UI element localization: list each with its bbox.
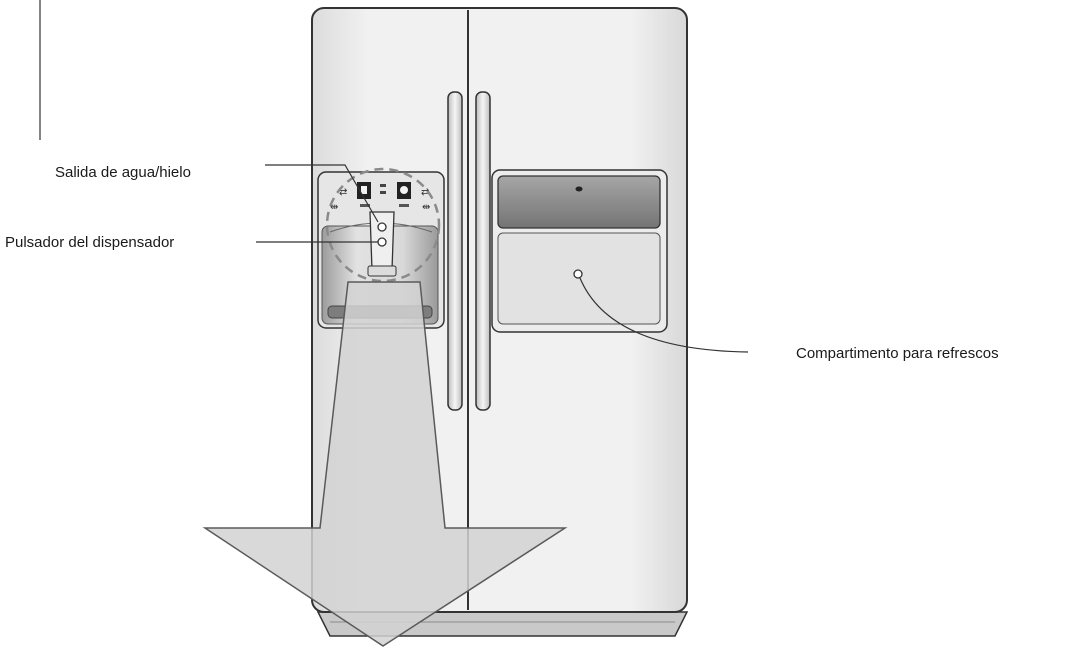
dispenser-button-marker xyxy=(377,237,387,247)
dispenser-highlight-circle xyxy=(325,167,441,283)
water-ice-outlet-label: Salida de agua/hielo xyxy=(55,164,191,181)
refreshment-compartment-lid xyxy=(497,175,661,229)
freezer-door-handle xyxy=(447,91,463,411)
svg-text:⇹: ⇹ xyxy=(422,202,430,213)
refreshment-compartment-label: Compartimento para refrescos xyxy=(796,345,999,362)
dispenser-button-label: Pulsador del dispensador xyxy=(5,234,174,251)
down-arrow xyxy=(202,281,568,647)
svg-text:⇹: ⇹ xyxy=(330,202,338,213)
svg-text:⇄: ⇄ xyxy=(421,187,429,198)
refreshment-compartment-marker xyxy=(573,269,583,279)
fridge-door-handle xyxy=(475,91,491,411)
water-ice-outlet-leader xyxy=(265,164,379,223)
water-ice-outlet-marker xyxy=(377,222,387,232)
refreshment-compartment-leader xyxy=(579,277,749,353)
svg-text:⇄: ⇄ xyxy=(339,187,347,198)
